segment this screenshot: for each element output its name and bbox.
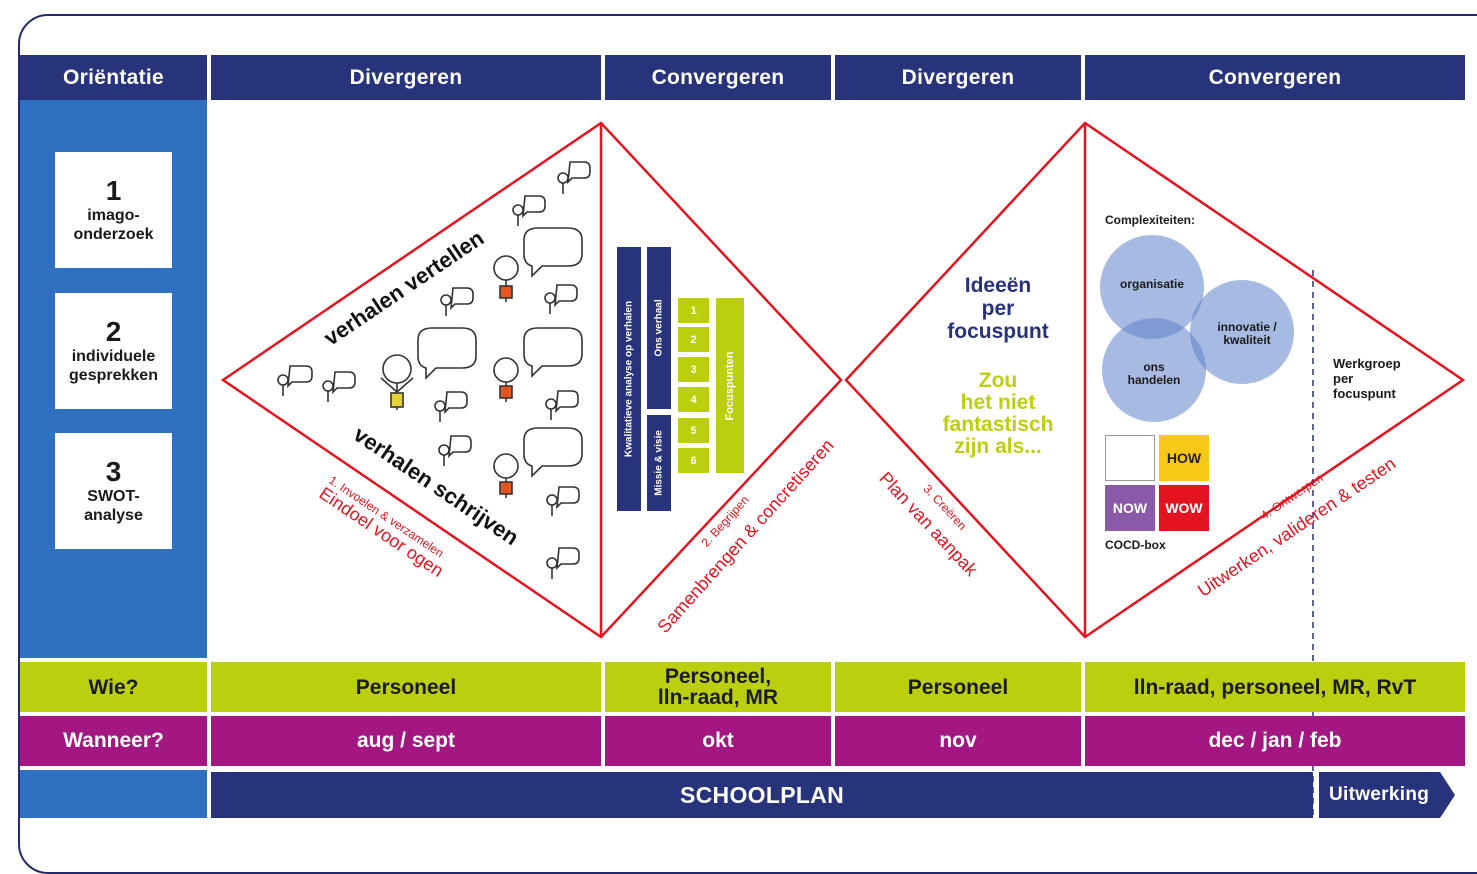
focus-square: 3 xyxy=(678,357,709,382)
missie-visie-bar: Missie & visie xyxy=(647,415,671,511)
ons-verhaal-label: Ons verhaal xyxy=(653,299,665,357)
focus-square: 6 xyxy=(678,448,709,473)
step-number: 3 xyxy=(105,456,122,488)
wie-cell-4: lln-raad, personeel, MR, RvT xyxy=(1085,662,1465,712)
step-1-sub: Eindoel voor ogen xyxy=(316,483,447,581)
cocd-empty-cell xyxy=(1105,435,1155,481)
diamond-3-4-outline xyxy=(844,121,1466,639)
ideas-line-1: Ideeën xyxy=(964,274,1032,297)
wanneer-cell-4: dec / jan / feb xyxy=(1085,716,1465,766)
focuspunten-bar: Focuspunten xyxy=(716,298,744,473)
cocd-how-cell: HOW xyxy=(1159,435,1209,481)
focus-square: 4 xyxy=(678,387,709,412)
fantastisch-line-3: fantastisch xyxy=(942,413,1054,437)
werkgroep-label: Werkgroep per focuspunt xyxy=(1333,356,1401,401)
ideas-per-focus-block: Ideeën per focuspunt xyxy=(918,274,1078,343)
footer-blue-block xyxy=(20,770,207,818)
venn-organisatie-label: organisatie xyxy=(1119,277,1185,291)
ideas-line-2: per xyxy=(981,297,1015,321)
cocd-wow-cell: WOW xyxy=(1159,485,1209,531)
wanneer-label: Wanneer? xyxy=(20,716,207,766)
step-swot-analyse: 3 SWOT- analyse xyxy=(55,433,172,549)
ons-verhaal-bar: Ons verhaal xyxy=(647,247,671,409)
ideas-line-3: focuspunt xyxy=(947,320,1049,344)
wie-cell-2: Personeel, lln-raad, MR xyxy=(605,662,831,712)
complexiteiten-title: Complexiteiten: xyxy=(1105,213,1196,227)
wie-cell-1: Personeel xyxy=(211,662,601,712)
venn-innovatie-label: innovatie / kwaliteit xyxy=(1217,320,1277,348)
focus-square: 2 xyxy=(678,327,709,352)
venn-ons-handelen xyxy=(1102,318,1206,422)
focuspunten-label: Focuspunten xyxy=(724,350,736,421)
cocd-box-label: COCD-box xyxy=(1105,538,1166,552)
analysis-bar-label: Kwalitatieve analyse op verhalen xyxy=(623,300,635,458)
wanneer-cell-2: okt xyxy=(605,716,831,766)
missie-visie-label: Missie & visie xyxy=(653,430,665,496)
fantastisch-block: Zou het niet fantastisch zijn als... xyxy=(918,369,1078,459)
fantastisch-line-1: Zou xyxy=(978,369,1018,392)
header-orientation: Oriëntatie xyxy=(20,55,207,100)
step-text: imago- onderzoek xyxy=(73,206,154,243)
cocd-now-cell: NOW xyxy=(1105,485,1155,531)
header-divergeren-1: Divergeren xyxy=(211,55,601,100)
double-diamond-diagram: verhalen vertellen verhalen schrijven 1.… xyxy=(220,121,1466,820)
header-convergeren-1: Convergeren xyxy=(605,55,831,100)
step-text: SWOT- analyse xyxy=(84,487,143,524)
step-number: 1 xyxy=(105,175,122,207)
storytellers-illustration xyxy=(277,161,591,579)
step-number: 2 xyxy=(105,316,122,348)
step-4-sub: Uitwerken, valideren & testen xyxy=(1194,453,1399,601)
venn-innovatie xyxy=(1190,280,1294,384)
focus-square: 5 xyxy=(678,418,709,443)
header-convergeren-2: Convergeren xyxy=(1085,55,1465,100)
analysis-bar: Kwalitatieve analyse op verhalen xyxy=(617,247,641,511)
wanneer-cell-1: aug / sept xyxy=(211,716,601,766)
header-divergeren-2: Divergeren xyxy=(835,55,1081,100)
fantastisch-line-2: het niet xyxy=(960,391,1036,415)
venn-ons-handelen-label: ons handelen xyxy=(1127,360,1181,388)
uitwerking-arrow: Uitwerking xyxy=(1319,772,1455,818)
wie-label: Wie? xyxy=(20,662,207,712)
focus-square: 1 xyxy=(678,298,709,323)
step-text: individuele gesprekken xyxy=(69,347,158,384)
diamond-1-2-outline xyxy=(220,121,843,639)
schoolplan-bar: SCHOOLPLAN xyxy=(211,772,1313,818)
wanneer-cell-3: nov xyxy=(835,716,1081,766)
step-individuele-gesprekken: 2 individuele gesprekken xyxy=(55,293,172,409)
step-imago-onderzoek: 1 imago- onderzoek xyxy=(55,152,172,268)
wie-cell-3: Personeel xyxy=(835,662,1081,712)
fantastisch-line-4: zijn als... xyxy=(954,435,1042,459)
